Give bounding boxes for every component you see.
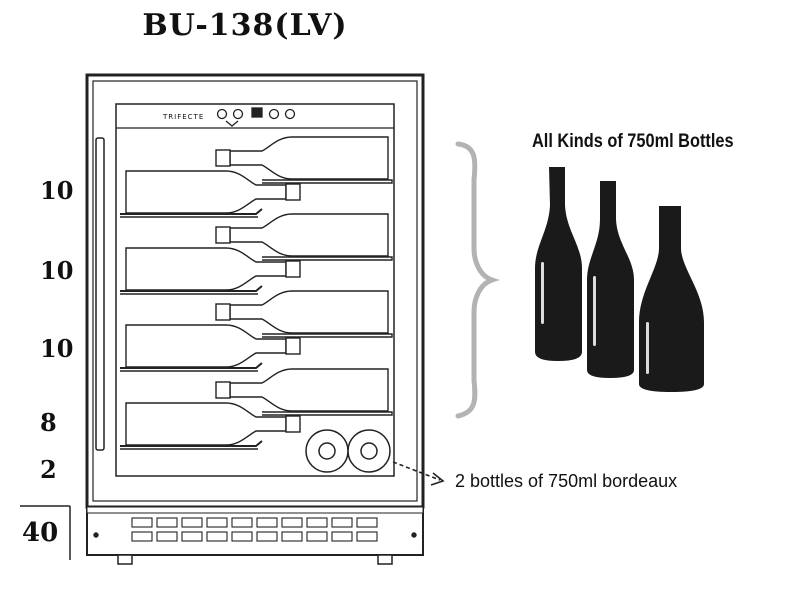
- curly-bracket: [455, 141, 500, 419]
- shelf-count-2: 10: [40, 256, 74, 285]
- bordeaux-caption: 2 bottles of 750ml bordeaux: [455, 471, 678, 491]
- kick-plate: [86, 506, 424, 556]
- door-handle: [95, 137, 105, 451]
- brand-logo: TRIFECTE: [163, 113, 205, 121]
- shelf-count-1: 10: [40, 176, 74, 205]
- wine-bottle-silhouette-3: [639, 206, 704, 392]
- bottle-neck-right: [125, 324, 287, 368]
- bordeaux-bottles: [305, 429, 391, 473]
- bordeaux-arrow: [392, 461, 445, 486]
- bottle-neck-left: [229, 136, 389, 180]
- vent-grille: [131, 517, 378, 542]
- wine-bottle-silhouette-2: [587, 181, 634, 378]
- control-button-3: [268, 108, 280, 120]
- shelf-4: [120, 368, 393, 450]
- model-title: BU-138(LV): [142, 8, 348, 43]
- bottle-neck-left: [229, 213, 389, 257]
- bottle-neck-left: [229, 290, 389, 334]
- control-panel: [216, 107, 296, 127]
- shelf-count-4: 8: [40, 408, 57, 437]
- total-separator: [20, 505, 71, 560]
- total-count: 40: [22, 518, 59, 548]
- bottle-neck-right: [125, 170, 287, 214]
- bottle-silhouettes: [535, 167, 704, 392]
- shelf-2: [120, 213, 393, 295]
- shelf-1: [120, 136, 393, 218]
- bottle-neck-left: [229, 368, 389, 412]
- bottle-neck-right: [125, 247, 287, 291]
- control-button-2: [232, 108, 244, 120]
- bottom-count: 2: [40, 455, 57, 484]
- shelves: [120, 136, 393, 450]
- feet: [117, 554, 393, 565]
- shelf-count-3: 10: [40, 334, 74, 363]
- display-screen: [251, 107, 263, 118]
- control-button-1: [216, 108, 228, 120]
- wine-bottle-silhouette-1: [535, 167, 582, 361]
- shelf-3: [120, 290, 393, 372]
- bottles-caption: All Kinds of 750ml Bottles: [532, 131, 734, 152]
- control-button-4: [284, 108, 296, 120]
- bottle-neck-right: [125, 402, 287, 446]
